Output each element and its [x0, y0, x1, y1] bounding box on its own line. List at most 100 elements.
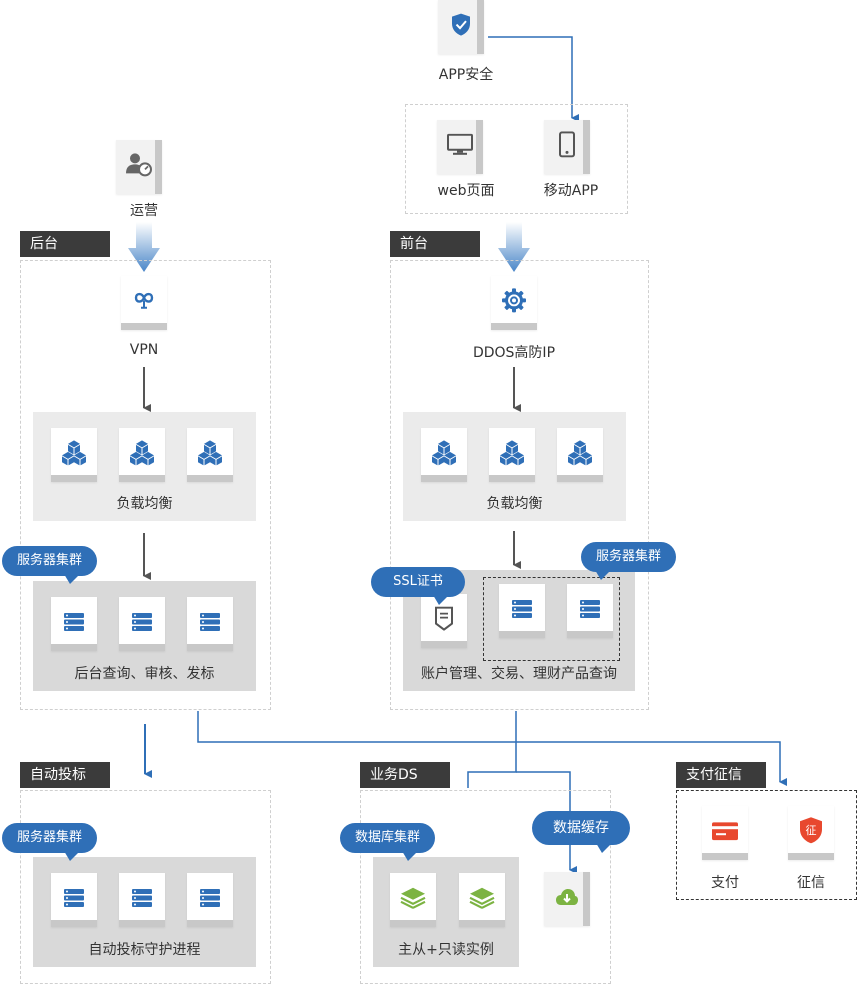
frontend-cluster-bubble: 服务器集群 — [581, 542, 676, 580]
frontend-cluster-group — [483, 577, 620, 661]
ops-tile — [116, 140, 162, 194]
ssl-cert-bubble-text: SSL证书 — [393, 574, 443, 589]
backend-servers-label: 后台查询、审核、发标 — [74, 666, 215, 682]
app-security-tile — [438, 0, 484, 54]
client-group — [405, 104, 628, 214]
cubes-icon — [198, 440, 222, 466]
cache-bubble-text: 数据缓存 — [553, 820, 609, 836]
server-icon — [132, 613, 152, 631]
frontend-cluster-bubble-text: 服务器集群 — [595, 549, 661, 564]
monitor-icon — [447, 133, 473, 155]
auto-bid-panel: 自动投标守护进程 — [33, 857, 256, 967]
frontend-server-tile-1 — [499, 584, 545, 638]
cubes-icon — [432, 440, 456, 466]
server-icon — [200, 889, 220, 907]
credit-card-icon — [712, 822, 738, 841]
auto-bid-servers-label: 自动投标守护进程 — [88, 942, 201, 958]
auto-bid-server-tile-1 — [51, 873, 97, 927]
layers-icon — [469, 887, 495, 909]
cubes-icon — [62, 440, 86, 466]
backend-cluster-bubble: 服务器集群 — [2, 546, 97, 584]
db-tile-2 — [459, 873, 505, 927]
backend-lb-panel: 负载均衡 — [33, 412, 256, 521]
cubes-icon — [500, 440, 524, 466]
fat-arrow-front — [498, 222, 530, 272]
server-icon — [580, 600, 600, 618]
frontend-lb-label: 负载均衡 — [486, 496, 543, 512]
vpn-label: VPN — [129, 342, 159, 358]
credit-tag: 支付征信 — [676, 762, 766, 788]
db-tile-1 — [390, 873, 436, 927]
db-label: 主从+只读实例 — [398, 942, 494, 958]
backend-tag: 后台 — [20, 231, 110, 257]
web-page-tile — [437, 120, 483, 174]
auto-bid-cluster-bubble-text: 服务器集群 — [16, 830, 82, 845]
server-icon — [64, 613, 84, 631]
app-security-label: APP安全 — [438, 67, 494, 83]
user-gauge-icon — [126, 153, 152, 177]
backend-group — [20, 260, 271, 710]
smartphone-icon — [559, 131, 575, 158]
backend-server-tile-1 — [51, 597, 97, 651]
layers-icon — [400, 887, 426, 909]
pay-tile — [702, 806, 748, 860]
ddos-label: DDOS高防IP — [472, 345, 556, 361]
server-icon — [512, 600, 532, 618]
frontend-server-tile-2 — [567, 584, 613, 638]
mobile-app-label: 移动APP — [543, 183, 599, 199]
frontend-tag: 前台 — [390, 231, 480, 257]
cloud-download-icon — [556, 889, 578, 905]
ssl-cert-bubble: SSL证书 — [371, 567, 465, 605]
backend-lb-tile-1 — [51, 428, 97, 482]
frontend-lb-tile-1 — [421, 428, 467, 482]
shield-badge-glyph: 征 — [806, 824, 817, 837]
shield-badge-icon: 征 — [800, 817, 822, 844]
auto-bid-tag: 自动投标 — [20, 762, 110, 788]
pay-label: 支付 — [711, 875, 739, 891]
server-icon — [132, 889, 152, 907]
auto-bid-group — [20, 790, 271, 984]
backend-server-tile-2 — [119, 597, 165, 651]
credit-item-label: 征信 — [797, 875, 825, 891]
credit-item-tile: 征 — [788, 806, 834, 860]
db-cluster-bubble: 数据库集群 — [340, 823, 435, 861]
line-app-security-to-mobile — [488, 36, 579, 122]
cubes-icon — [130, 440, 154, 466]
db-cluster-bubble-text: 数据库集群 — [354, 830, 420, 845]
vpn-link-icon — [134, 292, 154, 309]
ddos-tile — [491, 276, 537, 330]
backend-server-tile-3 — [187, 597, 233, 651]
mobile-app-tile — [544, 120, 590, 174]
business-ds-tag: 业务DS — [360, 762, 450, 788]
backend-cluster-bubble-text: 服务器集群 — [16, 553, 82, 568]
cache-bubble: 数据缓存 — [532, 811, 630, 853]
db-panel: 主从+只读实例 — [373, 857, 519, 967]
backend-lb-label: 负载均衡 — [116, 496, 173, 512]
frontend-lb-tile-3 — [557, 428, 603, 482]
backend-lb-tile-2 — [119, 428, 165, 482]
gear-icon — [502, 288, 526, 313]
frontend-lb-tile-2 — [489, 428, 535, 482]
line-backend-to-credit — [197, 711, 787, 786]
frontend-lb-panel: 负载均衡 — [403, 412, 626, 521]
shield-check-icon — [452, 13, 470, 36]
certificate-icon — [435, 606, 453, 631]
server-icon — [64, 889, 84, 907]
business-ds-group — [360, 790, 611, 984]
auto-bid-server-tile-2 — [119, 873, 165, 927]
auto-bid-server-tile-3 — [187, 873, 233, 927]
frontend-group — [390, 260, 649, 710]
ops-label: 运营 — [130, 203, 158, 219]
vpn-tile — [121, 276, 167, 330]
cache-tile — [544, 872, 590, 926]
fat-arrow-ops — [128, 222, 160, 272]
auto-bid-cluster-bubble: 服务器集群 — [2, 823, 97, 861]
frontend-servers-label: 账户管理、交易、理财产品查询 — [421, 666, 617, 682]
cubes-icon — [568, 440, 592, 466]
server-icon — [200, 613, 220, 631]
web-page-label: web页面 — [437, 183, 495, 199]
backend-lb-tile-3 — [187, 428, 233, 482]
line-front-to-ds — [467, 711, 517, 788]
backend-servers-panel: 后台查询、审核、发标 — [33, 581, 256, 691]
